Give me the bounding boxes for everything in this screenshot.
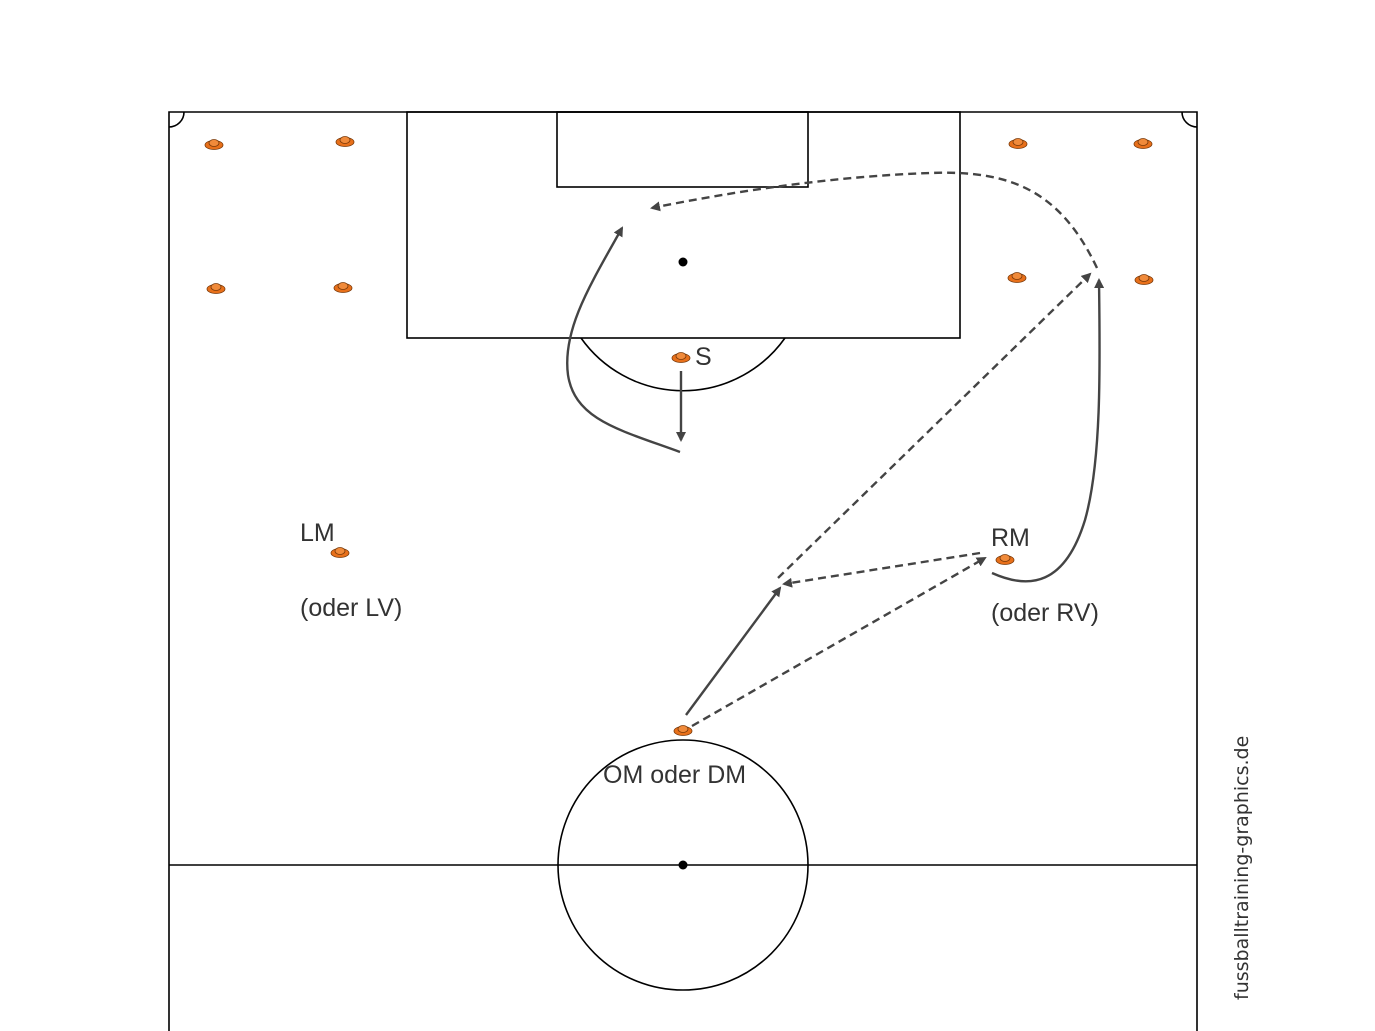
cone [333, 282, 353, 293]
cones [204, 136, 1154, 736]
cone [1008, 138, 1028, 149]
center-circle [557, 739, 809, 991]
cone [1134, 274, 1154, 285]
corner-arc-left [168, 111, 185, 128]
pass-cross [650, 171, 1099, 269]
cone-rm [995, 554, 1015, 565]
run-paths [566, 226, 1105, 716]
penalty-area [406, 111, 961, 339]
cone [206, 283, 226, 294]
label-lm: LM [300, 519, 335, 547]
center-spot [678, 860, 688, 870]
pitch-outline [168, 111, 1198, 1031]
cone-lm [330, 547, 350, 558]
cone-om [673, 725, 693, 736]
striker-curved-run [566, 226, 681, 454]
pass-center-to-wing [777, 272, 1092, 579]
pitch-markings [168, 111, 1198, 1031]
label-striker: S [695, 343, 712, 371]
cone [1007, 272, 1027, 283]
midfielder-run [685, 586, 782, 716]
cone [335, 136, 355, 147]
cone-striker [671, 352, 691, 363]
label-rm: RM [991, 524, 1030, 552]
goal-area [556, 111, 809, 188]
rm-curved-run [991, 278, 1105, 583]
penalty-spot [678, 257, 688, 267]
corner-arc-right [1181, 111, 1198, 128]
label-rm-alt: (oder RV) [991, 599, 1099, 627]
watermark-text: fussballtraining-graphics.de [1231, 736, 1253, 1000]
penalty-arc [580, 337, 786, 392]
player-labels: S LM (oder LV) RM (oder RV) OM oder DM [300, 343, 1099, 789]
label-lm-alt: (oder LV) [300, 594, 402, 622]
pass-paths [650, 171, 1099, 728]
cone [1133, 138, 1153, 149]
pass-rm-to-center [782, 551, 981, 588]
cone [204, 139, 224, 150]
label-om: OM oder DM [603, 761, 746, 789]
pass-om-to-rm [691, 556, 987, 728]
